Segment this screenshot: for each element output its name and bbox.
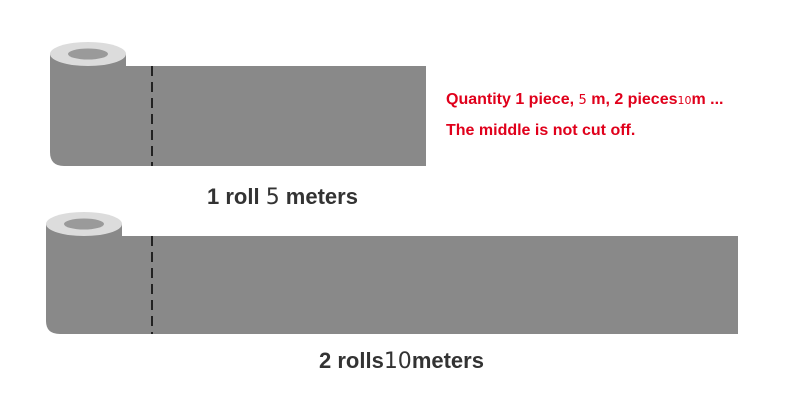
note-text: m, 2 pieces [586, 91, 678, 108]
tape-strip-1 [120, 66, 426, 166]
note-number: 10 [677, 94, 692, 107]
roll-1-caption: 1 roll 5 meters [207, 184, 358, 210]
caption-text: 1 roll [207, 184, 266, 209]
roll-cylinder-1 [50, 54, 126, 166]
note-text: m ... [691, 91, 724, 108]
caption-text: meters [411, 348, 484, 373]
roll-cylinder-2 [46, 224, 122, 334]
caption-number: 5 [265, 185, 280, 210]
note-text: Quantity 1 piece, [446, 91, 579, 108]
note-number: 5 [578, 93, 587, 108]
cut-note: The middle is not cut off. [446, 122, 636, 139]
tape-strip-2 [116, 236, 738, 334]
quantity-note: Quantity 1 piece, 5 m, 2 pieces10m ... [446, 91, 724, 109]
roll-core-1 [68, 48, 108, 60]
caption-text: meters [279, 184, 358, 209]
roll-2-caption: 2 rolls10meters [319, 348, 484, 374]
tape-roll-1 [50, 42, 426, 166]
tape-roll-2 [46, 212, 738, 334]
roll-core-2 [64, 218, 104, 230]
caption-text: 2 rolls [319, 348, 384, 373]
caption-number: 10 [383, 349, 412, 374]
